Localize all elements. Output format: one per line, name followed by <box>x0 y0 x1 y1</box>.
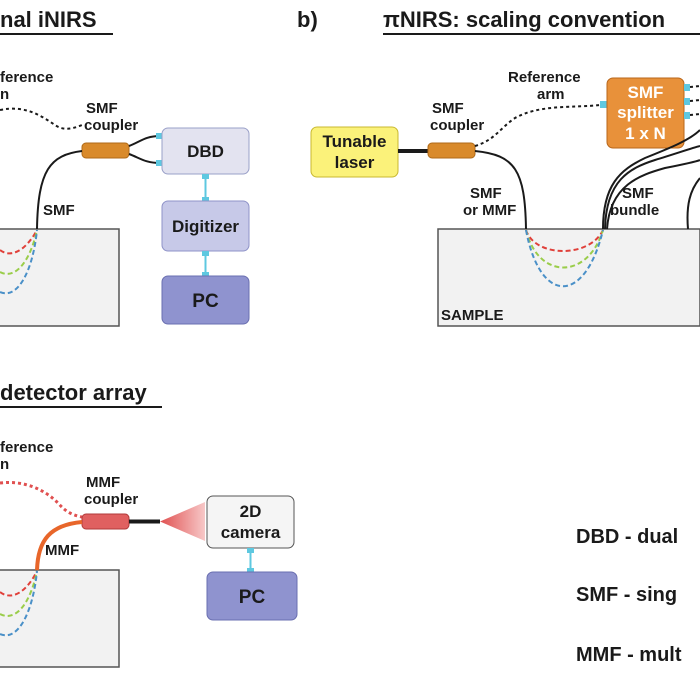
panel-a-smf-label: SMF <box>43 202 75 219</box>
panel-a-heading: nal iNIRS <box>0 7 97 32</box>
panel-a-coupler-line2: coupler <box>84 117 138 134</box>
panel-b-laser-line2: laser <box>335 153 375 172</box>
panel-a-dbd-label: DBD <box>187 142 224 161</box>
panel-a-sample <box>0 228 120 327</box>
connector <box>156 133 163 139</box>
panel-c-heading: detector array <box>0 380 148 405</box>
legend-smf: SMF - sing <box>576 584 677 606</box>
splitter-output <box>689 85 700 88</box>
panel-b-sample-label: SAMPLE <box>441 307 504 324</box>
panel-c-reference-arm-line1: ference <box>0 439 53 456</box>
connector <box>156 160 163 166</box>
panel-c-camera-line2: camera <box>221 523 281 542</box>
panel-b-splitter-line3: 1 x N <box>625 124 666 143</box>
panel-a-coupler-line1: SMF <box>86 100 118 117</box>
panel-b-splitter-line2: splitter <box>617 103 674 122</box>
connector <box>684 112 690 119</box>
panel-a-smf-fiber <box>36 150 83 230</box>
connector <box>202 251 209 256</box>
panel-c-mmf-coupler <box>81 513 130 530</box>
panel-c-mmf-label: MMF <box>45 542 79 559</box>
panel-b-reference-arm-line1: Reference <box>508 69 581 86</box>
panel-c: detector array ference n MMF coupler 2D … <box>0 380 298 668</box>
panel-c-path-red <box>0 570 38 597</box>
panel-b-bundle-fiber <box>604 145 700 230</box>
panel-b-heading: πNIRS: scaling convention <box>383 7 665 32</box>
panel-b: b) πNIRS: scaling convention Tunable las… <box>297 7 700 327</box>
panel-b-bundle-line2: bundle <box>610 202 659 219</box>
panel-b-laser-line1: Tunable <box>323 132 387 151</box>
panel-a-path-green <box>0 229 38 275</box>
connector <box>684 84 690 91</box>
connector <box>202 174 209 179</box>
panel-b-input-fiber-line1: SMF <box>470 185 502 202</box>
panel-c-pc-label: PC <box>239 587 266 608</box>
panel-c-reference-arm-line2: n <box>0 456 9 473</box>
panel-b-bundle-fiber <box>686 177 700 230</box>
panel-a-path-red <box>0 229 38 255</box>
panel-b-reference-arm-line2: arm <box>537 86 565 103</box>
panel-a-pc-label: PC <box>192 291 219 312</box>
panel-b-path-green <box>525 229 604 269</box>
panel-a-fiber-dbd-top <box>128 135 161 147</box>
panel-a-reference-arm-line1: ference <box>0 69 53 86</box>
splitter-output <box>689 113 700 116</box>
panel-a-smf-coupler <box>81 142 130 159</box>
panel-a-digitizer-label: Digitizer <box>172 217 239 236</box>
panel-c-pc-box <box>206 571 298 621</box>
connector <box>247 568 254 573</box>
legend: DBD - dual SMF - sing MMF - mult <box>576 526 682 666</box>
panel-a-pc-box <box>161 275 250 325</box>
panel-b-letter: b) <box>297 7 318 32</box>
panel-a: nal iNIRS ference n SMF coupler DBD Digi… <box>0 7 250 327</box>
splitter-output <box>689 99 700 102</box>
panel-c-camera-line1: 2D <box>240 502 262 521</box>
panel-b-splitter-line1: SMF <box>628 83 664 102</box>
panel-b-input-fiber <box>474 150 527 230</box>
connector <box>202 272 209 277</box>
panel-c-coupler-line2: coupler <box>84 491 138 508</box>
connector <box>600 101 607 108</box>
panel-b-coupler-line2: coupler <box>430 117 484 134</box>
panel-c-reference-fiber <box>0 480 83 519</box>
panel-b-smf-coupler <box>427 142 476 159</box>
connector <box>202 197 209 202</box>
panel-b-sample <box>437 228 700 327</box>
panel-b-reference-fiber <box>474 104 601 147</box>
panel-a-fiber-dbd-bottom <box>128 153 161 164</box>
legend-dbd: DBD - dual <box>576 526 678 548</box>
panel-c-path-green <box>0 570 38 617</box>
panel-c-sample <box>0 569 120 668</box>
panel-b-bundle-line1: SMF <box>622 185 654 202</box>
panel-b-path-red <box>525 229 604 252</box>
connector <box>684 98 690 105</box>
panel-b-input-fiber-line2: or MMF <box>463 202 516 219</box>
panel-b-bundle-fiber <box>606 159 700 230</box>
panel-c-mmf-fiber <box>35 520 83 571</box>
panel-c-light-cone <box>160 502 205 541</box>
panel-a-reference-fiber <box>0 107 83 130</box>
legend-mmf: MMF - mult <box>576 644 682 666</box>
panel-b-path-blue <box>525 229 604 288</box>
panel-b-coupler-line1: SMF <box>432 100 464 117</box>
panel-b-bundle-fiber <box>602 129 700 230</box>
connector <box>247 548 254 553</box>
panel-c-coupler-line1: MMF <box>86 474 120 491</box>
panel-a-reference-arm-line2: n <box>0 86 9 103</box>
